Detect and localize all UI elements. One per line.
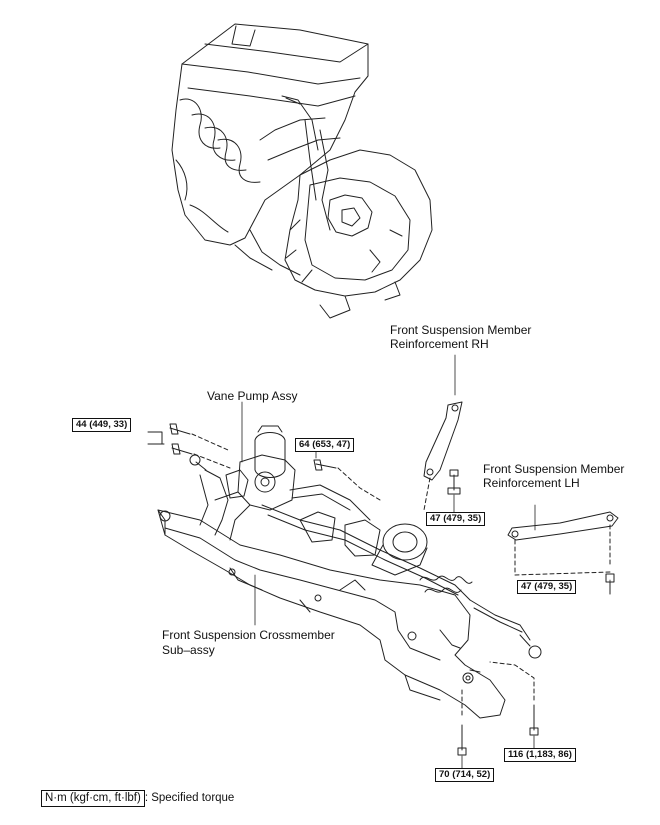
reinforcement-lh-label-line2: Reinforcement LH: [483, 476, 580, 490]
crossmember-label-line2: Sub–assy: [162, 643, 215, 657]
bolts: [147, 423, 539, 756]
torque-44: 44 (449, 33): [72, 418, 132, 432]
reinforcement-rh-label-line1: Front Suspension Member: [390, 323, 532, 337]
crossmember-body: [157, 509, 506, 719]
crossmember-label-line1: Front Suspension Crossmember: [162, 628, 335, 642]
reinforcement-rh: [423, 354, 463, 511]
vane-pump-label: Vane Pump Assy: [207, 389, 298, 403]
legend-unit-box: N·m (kgf·cm, ft·lbf): [41, 790, 145, 807]
leader-lines: [241, 401, 611, 769]
torque-64: 64 (653, 47): [295, 438, 355, 452]
legend-text: : Specified torque: [144, 792, 235, 804]
torque-legend: N·m (kgf·cm, ft·lbf): Specified torque: [41, 790, 234, 807]
reinforcement-rh-label-line2: Reinforcement RH: [390, 337, 489, 351]
reinforcement-lh-label-line1: Front Suspension Member: [483, 462, 625, 476]
engine-assembly: [171, 23, 433, 319]
torque-47-lh: 47 (479, 35): [517, 580, 577, 594]
torque-70: 70 (714, 52): [435, 768, 495, 782]
steering-rack: [189, 425, 542, 659]
torque-47-rh: 47 (479, 35): [426, 512, 486, 526]
torque-116: 116 (1,183, 86): [504, 748, 576, 762]
